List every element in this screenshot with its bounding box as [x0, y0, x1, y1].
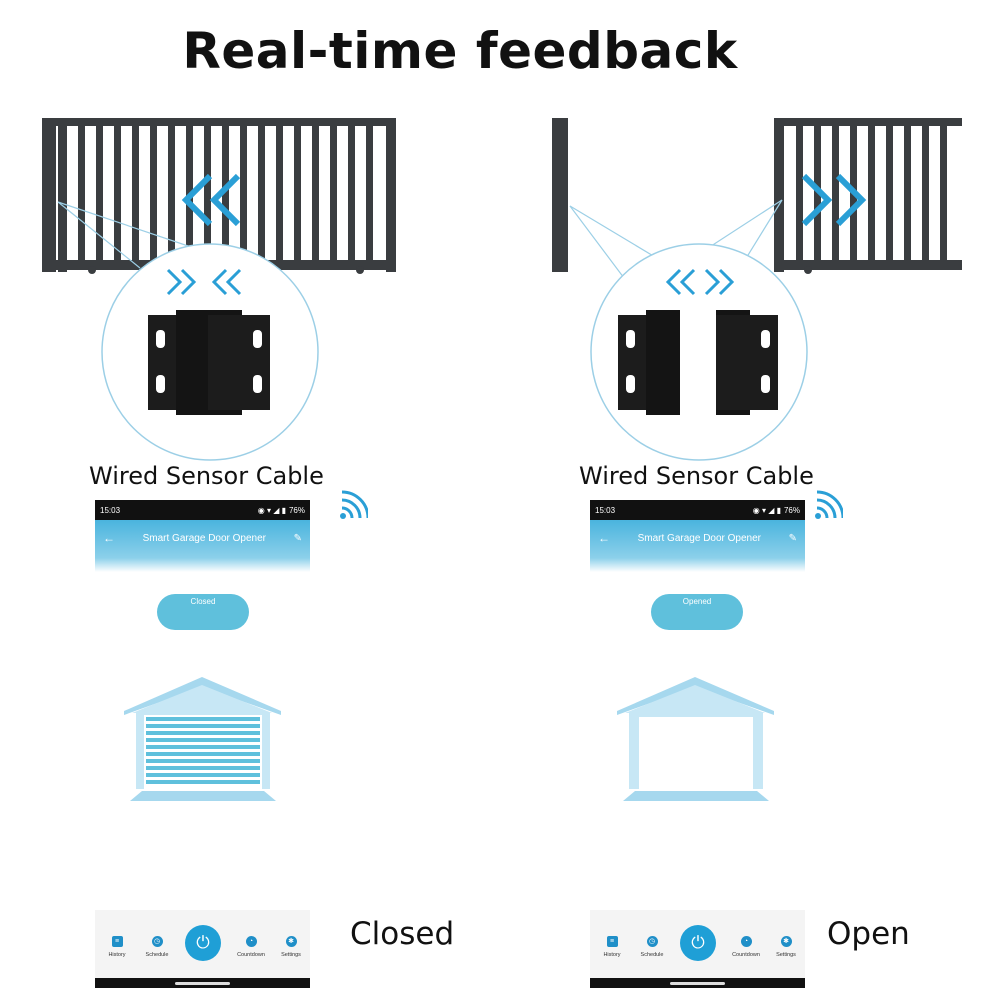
page-title: Real-time feedback — [182, 22, 738, 80]
status-bar: 15:03 ◉ ▾ ◢ ▮ 76% — [95, 500, 310, 520]
wifi-icon — [815, 490, 843, 519]
history-icon: ≡ — [606, 936, 618, 947]
settings-icon: ✱ — [780, 936, 792, 947]
sensor-label-closed: Wired Sensor Cable — [89, 462, 324, 490]
chevron-right-icon — [801, 173, 867, 227]
battery-level: 76% — [783, 505, 800, 515]
bottom-nav-open: ≡ History ◷ Schedule ⏻ ◔ Countdown ✱ Set… — [590, 910, 805, 988]
door-status-pill-closed[interactable]: Closed — [157, 594, 249, 630]
bottom-nav-closed: ≡ History ◷ Schedule ⏻ ◔ Countdown ✱ Set… — [95, 910, 310, 988]
status-bar: 15:03 ◉ ▾ ◢ ▮ 76% — [590, 500, 805, 520]
power-icon: ⏻ — [196, 933, 210, 952]
nav-settings[interactable]: ✱ Settings — [281, 936, 301, 958]
phone-header-open: 15:03 ◉ ▾ ◢ ▮ 76% ← Smart Garage Door Op… — [590, 500, 805, 572]
signal-icon: ◉ ▾ ◢ ▮ — [257, 505, 286, 515]
door-status-pill-open[interactable]: Opened — [651, 594, 743, 630]
nav-schedule[interactable]: ◷ Schedule — [640, 936, 664, 958]
power-button[interactable]: ⏻ — [185, 925, 221, 961]
phone-header-closed: 15:03 ◉ ▾ ◢ ▮ 76% ← Smart Garage Door Op… — [95, 500, 310, 572]
back-arrow-icon[interactable]: ← — [598, 531, 610, 545]
home-indicator — [670, 982, 725, 985]
nav-settings[interactable]: ✱ Settings — [776, 936, 796, 958]
nav-countdown[interactable]: ◔ Countdown — [732, 936, 760, 958]
settings-icon: ✱ — [285, 936, 297, 947]
home-indicator — [175, 982, 230, 985]
history-icon: ≡ — [111, 936, 123, 947]
app-title: Smart Garage Door Opener — [637, 532, 761, 544]
battery-level: 76% — [288, 505, 305, 515]
wifi-icon — [340, 490, 368, 519]
state-label-closed: Closed — [350, 916, 455, 952]
back-arrow-icon[interactable]: ← — [103, 531, 115, 545]
power-button[interactable]: ⏻ — [680, 925, 716, 961]
closed-gate-illustration — [42, 118, 396, 461]
status-time: 15:03 — [100, 505, 121, 515]
sensor-label-open: Wired Sensor Cable — [579, 462, 814, 490]
power-icon: ⏻ — [691, 933, 705, 952]
nav-schedule[interactable]: ◷ Schedule — [145, 936, 169, 958]
garage-open-icon — [617, 677, 774, 801]
countdown-icon: ◔ — [245, 936, 257, 947]
open-gate-illustration — [552, 118, 962, 461]
nav-history[interactable]: ≡ History — [603, 936, 621, 958]
nav-countdown[interactable]: ◔ Countdown — [237, 936, 265, 958]
countdown-icon: ◔ — [740, 936, 752, 947]
schedule-icon: ◷ — [646, 936, 658, 947]
garage-closed-icon — [124, 677, 281, 801]
chevron-left-icon — [181, 173, 241, 227]
state-label-open: Open — [827, 916, 910, 952]
app-title: Smart Garage Door Opener — [142, 532, 266, 544]
signal-icon: ◉ ▾ ◢ ▮ — [752, 505, 781, 515]
status-time: 15:03 — [595, 505, 616, 515]
nav-history[interactable]: ≡ History — [108, 936, 126, 958]
edit-icon[interactable]: ✎ — [293, 532, 302, 544]
schedule-icon: ◷ — [151, 936, 163, 947]
edit-icon[interactable]: ✎ — [788, 532, 797, 544]
